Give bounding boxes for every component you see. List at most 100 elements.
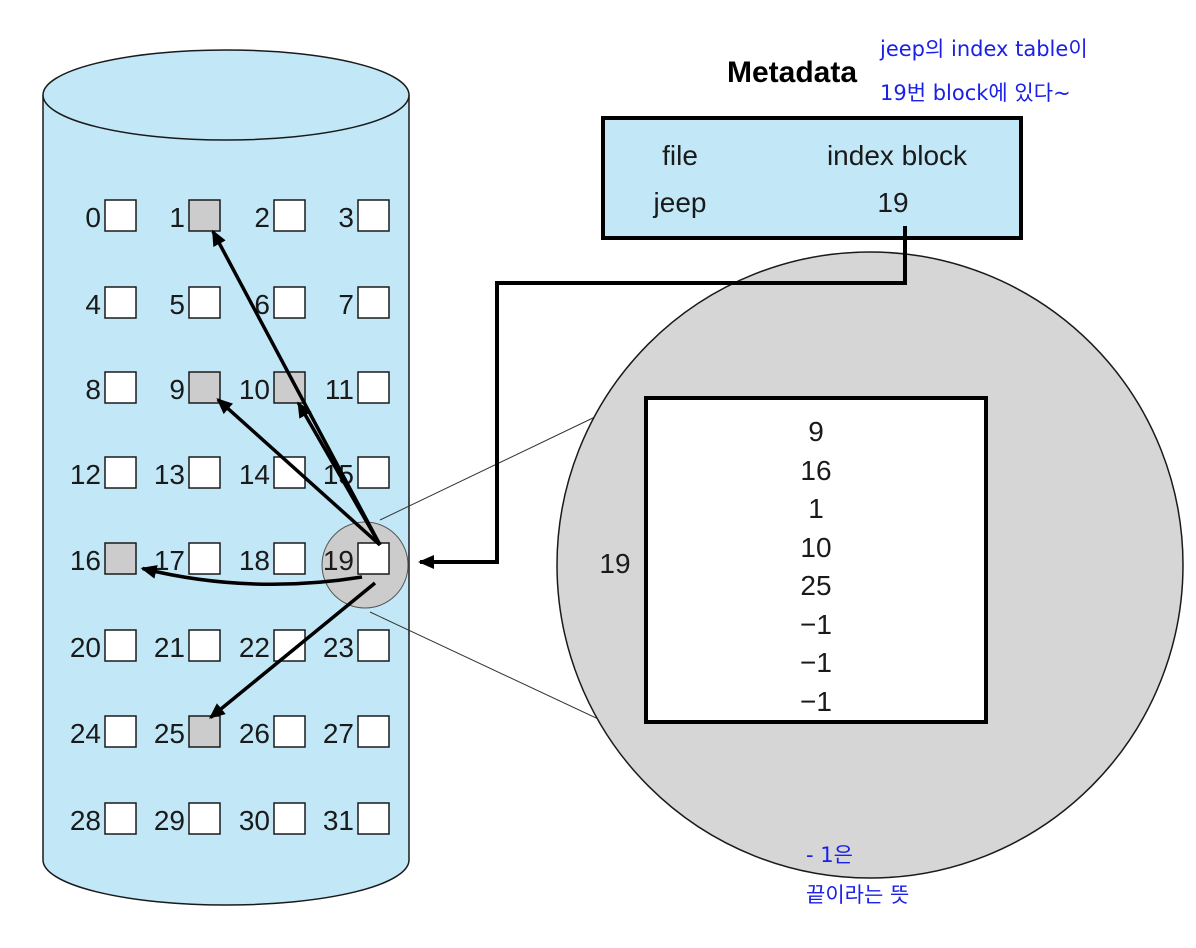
disk-block-label: 29 [154, 805, 185, 836]
disk-block-label: 10 [239, 374, 270, 405]
disk-block: 7 [338, 286, 390, 320]
used-block-square [188, 715, 221, 748]
metadata-note-line1: jeep의 index table이 [879, 37, 1088, 61]
disk-block: 28 [70, 802, 137, 836]
disk-block: 9 [169, 371, 221, 405]
disk-block: 5 [169, 286, 221, 320]
disk-block: 31 [323, 802, 390, 836]
dir-index-block: 19 [877, 187, 908, 218]
free-block-square [273, 802, 306, 835]
disk-block: 19 [323, 542, 390, 576]
free-block-square [104, 629, 137, 662]
free-block-square [104, 456, 137, 489]
free-block-square [273, 715, 306, 748]
disk-block-label: 24 [70, 718, 101, 749]
disk-block: 16 [70, 542, 137, 576]
used-block-square [188, 199, 221, 232]
disk-block: 8 [85, 371, 137, 405]
used-block-square [188, 371, 221, 404]
disk-block-label: 4 [85, 289, 101, 320]
pointer-arrow [296, 401, 382, 546]
free-block-square [357, 371, 390, 404]
disk-block-label: 18 [239, 545, 270, 576]
index-entry: −1 [800, 686, 832, 717]
disk-block-label: 1 [169, 202, 185, 233]
index-block-19-layer: 19 [323, 542, 390, 576]
free-block-square [188, 456, 221, 489]
disk-block: 3 [338, 199, 390, 233]
index-entries: 9 16 1 10 25 −1 −1 −1 [800, 416, 832, 717]
disk-block-label: 2 [254, 202, 270, 233]
disk-block: 6 [254, 286, 306, 320]
index-entry: 10 [800, 532, 831, 563]
index-entry: 25 [800, 570, 831, 601]
free-block-square [104, 802, 137, 835]
free-block-square [357, 456, 390, 489]
disk-block-label: 16 [70, 545, 101, 576]
free-block-square [104, 199, 137, 232]
free-block-square [273, 286, 306, 319]
directory-box [601, 116, 1023, 240]
index-entry: −1 [800, 647, 832, 678]
disk-block-label: 12 [70, 459, 101, 490]
disk-block: 2 [254, 199, 306, 233]
free-block-square [273, 199, 306, 232]
disk-block-label: 23 [323, 632, 354, 663]
disk-block-label: 8 [85, 374, 101, 405]
disk-block-label: 22 [239, 632, 270, 663]
free-block-square [188, 542, 221, 575]
free-block-square [273, 542, 306, 575]
disk-block: 1 [169, 199, 221, 233]
index-entry: 16 [800, 455, 831, 486]
disk-block-label: 19 [323, 545, 354, 576]
footnote-line1: - 1은 [806, 843, 853, 867]
disk-block-label: 20 [70, 632, 101, 663]
disk-block: 12 [70, 456, 137, 490]
disk-block: 20 [70, 629, 137, 663]
index-entry: −1 [800, 609, 832, 640]
free-block-square [357, 629, 390, 662]
pointer-arrow [208, 581, 377, 719]
disk-block: 13 [154, 456, 221, 490]
disk-block: 24 [70, 715, 137, 749]
free-block-square [357, 802, 390, 835]
zoom-callout: 19 9 16 1 10 25 −1 −1 −1 [321, 251, 1184, 879]
pointer-arrows [140, 229, 382, 719]
disk-block-label: 31 [323, 805, 354, 836]
index-entry: 1 [808, 493, 824, 524]
disk-block: 25 [154, 715, 221, 749]
disk-block: 26 [239, 715, 306, 749]
index-table-box [644, 396, 988, 724]
disk-block-label: 28 [70, 805, 101, 836]
free-block-square [104, 715, 137, 748]
used-block-square [104, 542, 137, 575]
disk-block: 17 [154, 542, 221, 576]
disk-block: 4 [85, 286, 137, 320]
metadata-title: Metadata [727, 56, 857, 89]
disk-block-label: 14 [239, 459, 270, 490]
disk-block: 27 [323, 715, 390, 749]
disk-block-label: 7 [338, 289, 354, 320]
free-block-square [188, 286, 221, 319]
free-block-square [188, 802, 221, 835]
disk-block-label: 5 [169, 289, 185, 320]
pointer-arrow [211, 229, 382, 546]
pointer-arrow [140, 565, 363, 587]
disk-block-label: 9 [169, 374, 185, 405]
disk-block: 0 [85, 199, 137, 233]
disk-block-label: 6 [254, 289, 270, 320]
disk-block-label: 13 [154, 459, 185, 490]
disk-block-label: 26 [239, 718, 270, 749]
free-block-square [357, 286, 390, 319]
disk-block-label: 25 [154, 718, 185, 749]
disk-block-label: 0 [85, 202, 101, 233]
disk-block-label: 3 [338, 202, 354, 233]
free-block-square [357, 199, 390, 232]
free-block-square [104, 371, 137, 404]
free-block-square [273, 629, 306, 662]
disk-block: 29 [154, 802, 221, 836]
index-entry: 9 [808, 416, 824, 447]
